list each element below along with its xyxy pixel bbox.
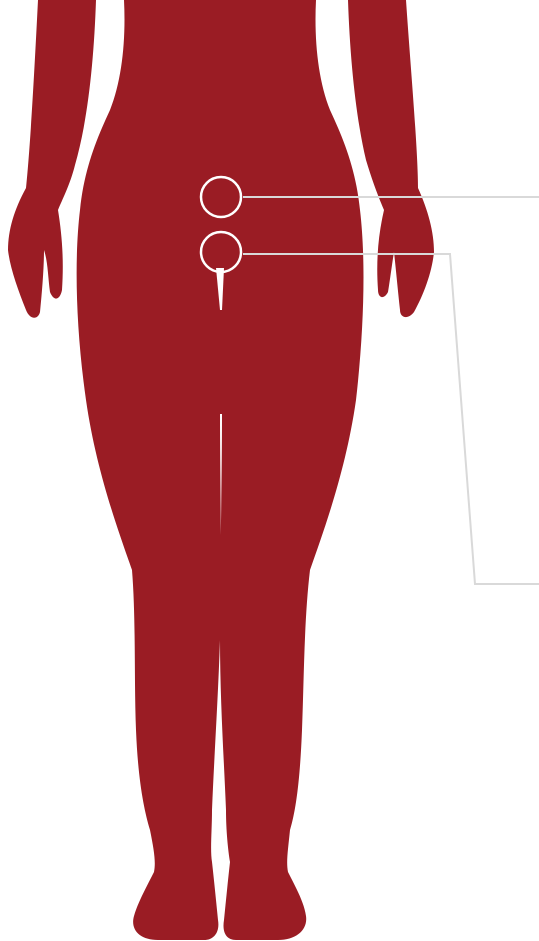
torso-and-legs bbox=[77, 0, 364, 940]
